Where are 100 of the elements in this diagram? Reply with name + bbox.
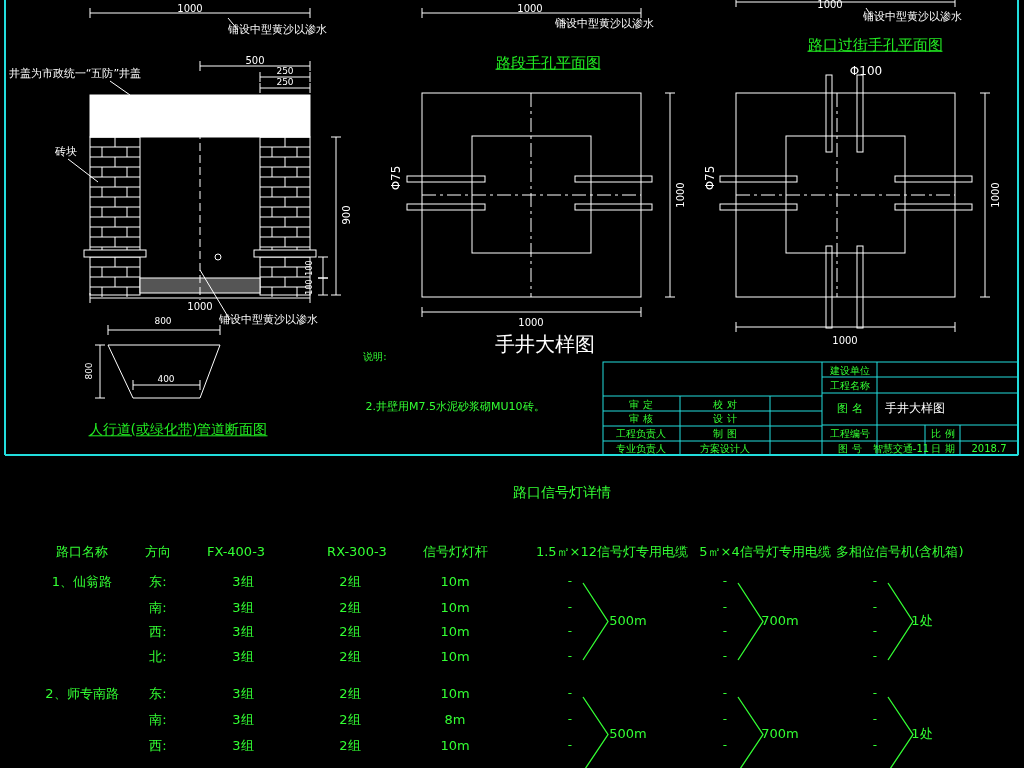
dimension-label: 1000 — [177, 2, 203, 14]
table-cell: 10m — [440, 574, 470, 590]
table-cell: 东: — [149, 574, 167, 590]
leader-note: 铺设中型黄沙以渗水 — [227, 23, 327, 37]
title-block-value: 智慧交通-11 — [872, 442, 930, 454]
title-block-label: 审 核 — [629, 412, 653, 424]
dimension-label: 1000 — [989, 182, 1001, 208]
table-cell: 500m — [609, 613, 647, 629]
title-block-label: 图 名 — [837, 402, 863, 416]
drawing-title: 人行道(或绿化带)管道断面图 — [88, 422, 268, 438]
table-cell: 3组 — [232, 624, 254, 640]
table-cell: - — [722, 575, 728, 589]
table-cell: 1处 — [911, 726, 933, 742]
table-header: 方向 — [145, 544, 171, 560]
title-block-label: 比 例 — [931, 427, 955, 439]
title-block-value: 手井大样图 — [885, 402, 945, 416]
table-cell: 3组 — [232, 738, 254, 754]
table-cell: - — [872, 713, 878, 727]
table-cell: 2组 — [339, 738, 361, 754]
table-cell: - — [567, 625, 573, 639]
table-cell: - — [872, 625, 878, 639]
title-block-label: 设 计 — [713, 412, 737, 424]
table-cell: 2组 — [339, 624, 361, 640]
table-cell: - — [872, 601, 878, 615]
table-header: 信号灯灯杆 — [422, 544, 488, 560]
dimension-label: Φ75 — [390, 165, 404, 191]
table-header: 多相位信号机(含机箱) — [836, 544, 964, 560]
dimension-label: 1000 — [187, 300, 213, 312]
table-cell: 8m — [444, 712, 466, 728]
table-cell: 南: — [149, 600, 167, 616]
table-cell: - — [722, 739, 728, 753]
table-cell: - — [872, 650, 878, 664]
table-cell: - — [872, 739, 878, 753]
table-cell: 2组 — [339, 712, 361, 728]
table-cell: - — [872, 687, 878, 701]
title-block-label: 方案设计人 — [700, 442, 750, 454]
dimension-label: 1000 — [817, 0, 843, 10]
table-cell: - — [567, 601, 573, 615]
table-cell: 2组 — [339, 649, 361, 665]
table-cell: 3组 — [232, 712, 254, 728]
title-block-value: 2018.7 — [971, 442, 1007, 454]
table-cell: 2组 — [339, 574, 361, 590]
table-header: 5㎡×4信号灯专用电缆 — [699, 544, 831, 560]
title-block-label: 建设单位 — [830, 364, 870, 376]
dimension-label: Φ75 — [704, 165, 718, 191]
dimension-label: 100 — [305, 279, 315, 295]
table-cell: 700m — [761, 726, 799, 742]
note-text: 2.井壁用M7.5水泥砂浆砌MU10砖。 — [365, 400, 545, 414]
leader-line — [557, 17, 567, 25]
table-cell: - — [722, 687, 728, 701]
table-cell: 3组 — [232, 649, 254, 665]
title-block-label: 图 号 — [838, 442, 862, 454]
table-title: 路口信号灯详情 — [513, 485, 611, 501]
table-cell: - — [722, 713, 728, 727]
table-cell: - — [567, 650, 573, 664]
dimension-label: 1000 — [674, 182, 686, 208]
table-cell: - — [567, 575, 573, 589]
table-cell: - — [722, 650, 728, 664]
dimension-label: 900 — [340, 205, 352, 225]
leader-line — [199, 269, 231, 321]
table-header: 路口名称 — [56, 544, 108, 560]
table-cell: - — [722, 625, 728, 639]
table-cell: 2组 — [339, 686, 361, 702]
table-cell: 10m — [440, 649, 470, 665]
table-cell: 2、师专南路 — [45, 686, 119, 702]
table-cell: 东: — [149, 686, 167, 702]
table-cell: 1处 — [911, 613, 933, 629]
table-cell: - — [872, 575, 878, 589]
leader-note: 铺设中型黄沙以渗水 — [554, 17, 654, 31]
table-cell: 10m — [440, 738, 470, 754]
table-cell: 10m — [440, 624, 470, 640]
leader-note: 铺设中型黄沙以渗水 — [862, 10, 962, 24]
leader-line — [67, 158, 99, 183]
title-block-label: 工程名称 — [830, 379, 870, 391]
title-block-label: 审 定 — [629, 398, 653, 410]
leader-note: 井盖为市政统一“五防”井盖 — [8, 67, 142, 81]
dimension-label: 1000 — [832, 334, 858, 346]
title-block-label: 日 期 — [931, 442, 955, 454]
table-cell: 西: — [149, 738, 167, 754]
leader-line — [227, 17, 239, 31]
table-cell: - — [567, 713, 573, 727]
dimension-label: 100 — [305, 260, 315, 276]
table-cell: - — [567, 687, 573, 701]
title-block-label: 工程负责人 — [616, 427, 666, 439]
table-cell: - — [722, 601, 728, 615]
dimension-label: 500 — [245, 54, 265, 66]
table-cell: 500m — [609, 726, 647, 742]
title-block-label: 校 对 — [713, 398, 737, 410]
table-header: FX-400-3 — [206, 544, 266, 560]
dimension-label: Φ100 — [849, 65, 883, 79]
dimension-label: 250 — [276, 67, 294, 77]
drawing-title: 手井大样图 — [495, 333, 595, 355]
leader-note: 砖块 — [55, 145, 77, 159]
leader-line — [109, 80, 131, 96]
table-cell: 1、仙翁路 — [51, 574, 113, 590]
table-cell: 西: — [149, 624, 167, 640]
dimension-label: 400 — [157, 375, 175, 385]
table-cell: 北: — [149, 649, 167, 665]
dimension-label: 800 — [154, 317, 172, 327]
dimension-label: 1000 — [518, 316, 544, 328]
